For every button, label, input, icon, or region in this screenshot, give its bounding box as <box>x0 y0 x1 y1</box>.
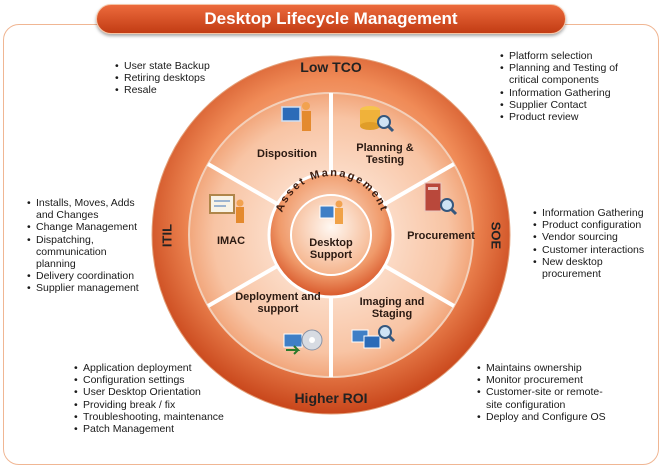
list-item: Troubleshooting, maintenance <box>74 411 244 423</box>
list-item: Customer interactions <box>533 244 658 256</box>
list-item: Monitor procurement <box>477 374 612 386</box>
center-label: Desktop Support <box>309 237 353 261</box>
callout-imaging: Maintains ownership Monitor procurement … <box>477 362 612 423</box>
list-item: Retiring desktops <box>115 72 245 84</box>
list-item: Patch Management <box>74 423 244 435</box>
list-item: Supplier management <box>27 282 145 294</box>
list-item: User state Backup <box>115 60 245 72</box>
list-item: Deploy and Configure OS <box>477 411 612 423</box>
list-item: Customer-site or remote-site configurati… <box>477 386 612 410</box>
list-item: Vendor sourcing <box>533 231 658 243</box>
list-item: Resale <box>115 84 245 96</box>
segment-disposition: Disposition <box>257 148 317 160</box>
list-item: Dispatching, communication planning <box>27 234 145 271</box>
list-item: Configuration settings <box>74 374 244 386</box>
segment-procurement: Procurement <box>407 230 475 242</box>
list-item: Change Management <box>27 221 145 233</box>
list-item: Information Gathering <box>533 207 658 219</box>
computer-cd-icon <box>283 329 323 355</box>
person-board-icon <box>209 194 244 223</box>
database-magnifier-icon <box>360 106 395 133</box>
person-computer-icon <box>281 102 311 131</box>
ring-label-top: Low TCO <box>300 59 362 75</box>
hub-core <box>290 194 372 276</box>
segment-imac: IMAC <box>216 235 246 247</box>
list-item: Providing break / fix <box>74 399 244 411</box>
desktop-support-icon <box>319 200 343 224</box>
list-item: Delivery coordination <box>27 270 145 282</box>
list-item: Platform selection <box>500 50 640 62</box>
segment-deployment-support: Deployment and support <box>235 291 321 315</box>
server-magnifier-icon <box>424 182 458 216</box>
list-item: Information Gathering <box>500 87 640 99</box>
page-title: Desktop Lifecycle Management <box>96 4 566 34</box>
list-item: Planning and Testing of critical compone… <box>500 62 640 86</box>
segment-planning-testing: Planning & Testing <box>356 142 414 166</box>
list-item: Supplier Contact <box>500 99 640 111</box>
callout-deployment: Application deployment Configuration set… <box>74 362 244 435</box>
list-item: Product configuration <box>533 219 658 231</box>
list-item: Maintains ownership <box>477 362 612 374</box>
callout-procurement: Information Gathering Product configurat… <box>533 207 658 280</box>
ring-label-bottom: Higher ROI <box>294 390 368 406</box>
list-item: User Desktop Orientation <box>74 386 244 398</box>
callout-disposition: User state Backup Retiring desktops Resa… <box>115 60 245 97</box>
list-item: New desktop procurement <box>533 256 658 280</box>
callout-planning-testing: Platform selection Planning and Testing … <box>500 50 640 123</box>
callout-imac: Installs, Moves, Adds and Changes Change… <box>27 197 145 295</box>
computers-magnifier-icon <box>351 325 396 349</box>
list-item: Application deployment <box>74 362 244 374</box>
list-item: Product review <box>500 111 640 123</box>
list-item: Installs, Moves, Adds and Changes <box>27 197 145 221</box>
segment-imaging-staging: Imaging and Staging <box>359 296 425 320</box>
